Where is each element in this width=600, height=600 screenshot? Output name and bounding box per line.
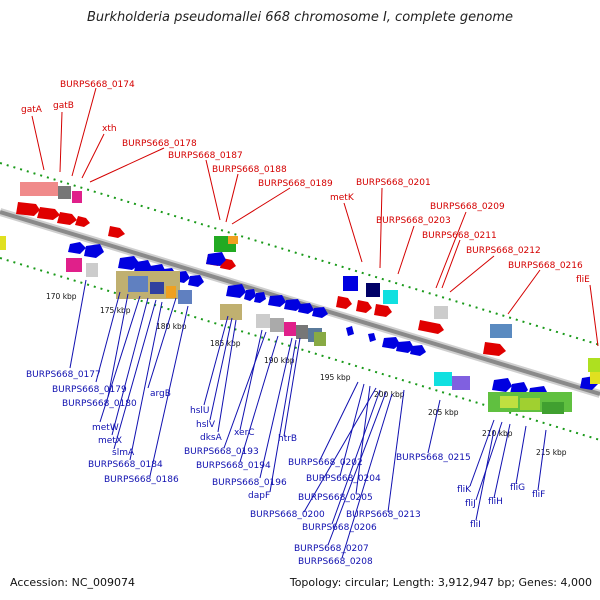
gene-label-burps0196: BURPS668_0196 bbox=[212, 478, 287, 488]
gene-label-htrB: htrB bbox=[278, 434, 297, 444]
gene-label-burps0174: BURPS668_0174 bbox=[60, 80, 135, 90]
gene-label-burps0205: BURPS668_0205 bbox=[298, 493, 373, 503]
gene-label-burps0206: BURPS668_0206 bbox=[302, 523, 377, 533]
gene-label-burps0207: BURPS668_0207 bbox=[294, 544, 369, 554]
top-label-text: gatA gatB BURPS668_0174 xth BURPS668_017… bbox=[21, 80, 590, 285]
gene-label-fliE: fliE bbox=[576, 275, 590, 285]
gene-label-burps0216: BURPS668_0216 bbox=[508, 261, 583, 271]
gene-label-gatB: gatB bbox=[53, 101, 74, 111]
gene-label-burps0188: BURPS668_0188 bbox=[212, 165, 287, 175]
gene-label-argB: argB bbox=[150, 389, 171, 399]
gene-label-hslV: hslV bbox=[196, 420, 216, 430]
gene-label-fliG: fliG bbox=[510, 483, 525, 493]
gene-label-burps0201: BURPS668_0201 bbox=[356, 178, 431, 188]
inner-track bbox=[0, 257, 600, 441]
tick-label: 210 kbp bbox=[482, 429, 513, 438]
gene-label-fliH: fliH bbox=[488, 497, 503, 507]
gene-label-metK: metK bbox=[330, 193, 355, 203]
tick-label: 170 kbp bbox=[46, 292, 77, 301]
gene-label-gatA: gatA bbox=[21, 105, 43, 115]
gene-label-burps0187: BURPS668_0187 bbox=[168, 151, 243, 161]
gene-label-burps0184: BURPS668_0184 bbox=[88, 460, 163, 470]
tick-label: 205 kbp bbox=[428, 408, 459, 417]
gene-label-metW: metW bbox=[92, 423, 119, 433]
gene-label-burps0194: BURPS668_0194 bbox=[196, 461, 271, 471]
gene-label-burps0189: BURPS668_0189 bbox=[258, 179, 333, 189]
gene-label-burps0212: BURPS668_0212 bbox=[466, 246, 541, 256]
gene-label-fliJ: fliJ bbox=[465, 499, 476, 509]
gene-label-xth: xth bbox=[102, 124, 117, 134]
gene-label-dksA: dksA bbox=[200, 433, 223, 443]
bottom-labels bbox=[69, 279, 547, 559]
gene-label-burps0211: BURPS668_0211 bbox=[422, 231, 497, 241]
gene-label-dapF: dapF bbox=[248, 491, 270, 501]
gene-label-burps0186: BURPS668_0186 bbox=[104, 475, 179, 485]
gene-label-burps0208: BURPS668_0208 bbox=[298, 557, 373, 567]
gene-label-xerC: xerC bbox=[234, 428, 255, 438]
kbp-ticks: 170 kbp 175 kbp 180 kbp 185 kbp 190 kbp … bbox=[46, 292, 567, 457]
gene-label-fliK: fliK bbox=[457, 485, 472, 495]
gene-label-burps0202: BURPS668_0202 bbox=[288, 458, 363, 468]
tick-label: 195 kbp bbox=[320, 373, 351, 382]
tick-label: 185 kbp bbox=[210, 339, 241, 348]
gene-label-burps0178: BURPS668_0178 bbox=[122, 139, 197, 149]
gene-label-burps0209: BURPS668_0209 bbox=[430, 202, 505, 212]
gene-label-slmA: slmA bbox=[112, 448, 135, 458]
gene-label-burps0193: BURPS668_0193 bbox=[184, 447, 259, 457]
gene-label-burps0180: BURPS668_0180 bbox=[62, 399, 137, 409]
gene-label-fliF: fliF bbox=[532, 490, 545, 500]
gene-label-burps0177: BURPS668_0177 bbox=[26, 370, 101, 380]
gene-label-burps0179: BURPS668_0179 bbox=[52, 385, 127, 395]
bottom-label-text: BURPS668_0177 BURPS668_0179 BURPS668_018… bbox=[26, 370, 545, 567]
gene-label-metX: metX bbox=[98, 436, 122, 446]
tick-label: 215 kbp bbox=[536, 448, 567, 457]
gene-label-burps0200: BURPS668_0200 bbox=[250, 510, 325, 520]
tick-label: 200 kbp bbox=[374, 390, 405, 399]
tick-label: 180 kbp bbox=[156, 322, 187, 331]
map-title: Burkholderia pseudomallei 668 chromosome… bbox=[86, 10, 514, 25]
gene-label-burps0215: BURPS668_0215 bbox=[396, 453, 471, 463]
gene-label-burps0204: BURPS668_0204 bbox=[306, 474, 381, 484]
topology-text: Topology: circular; Length: 3,912,947 bp… bbox=[289, 576, 592, 589]
gene-label-burps0203: BURPS668_0203 bbox=[376, 216, 451, 226]
accession-text: Accession: NC_009074 bbox=[10, 576, 136, 589]
reverse-genes bbox=[0, 236, 600, 414]
gene-label-fliI: fliI bbox=[470, 520, 481, 530]
tick-label: 190 kbp bbox=[264, 356, 295, 365]
gene-label-burps0213: BURPS668_0213 bbox=[346, 510, 421, 520]
gene-label-hslU: hslU bbox=[190, 406, 209, 416]
top-labels bbox=[31, 87, 599, 347]
forward-genes bbox=[16, 182, 600, 372]
